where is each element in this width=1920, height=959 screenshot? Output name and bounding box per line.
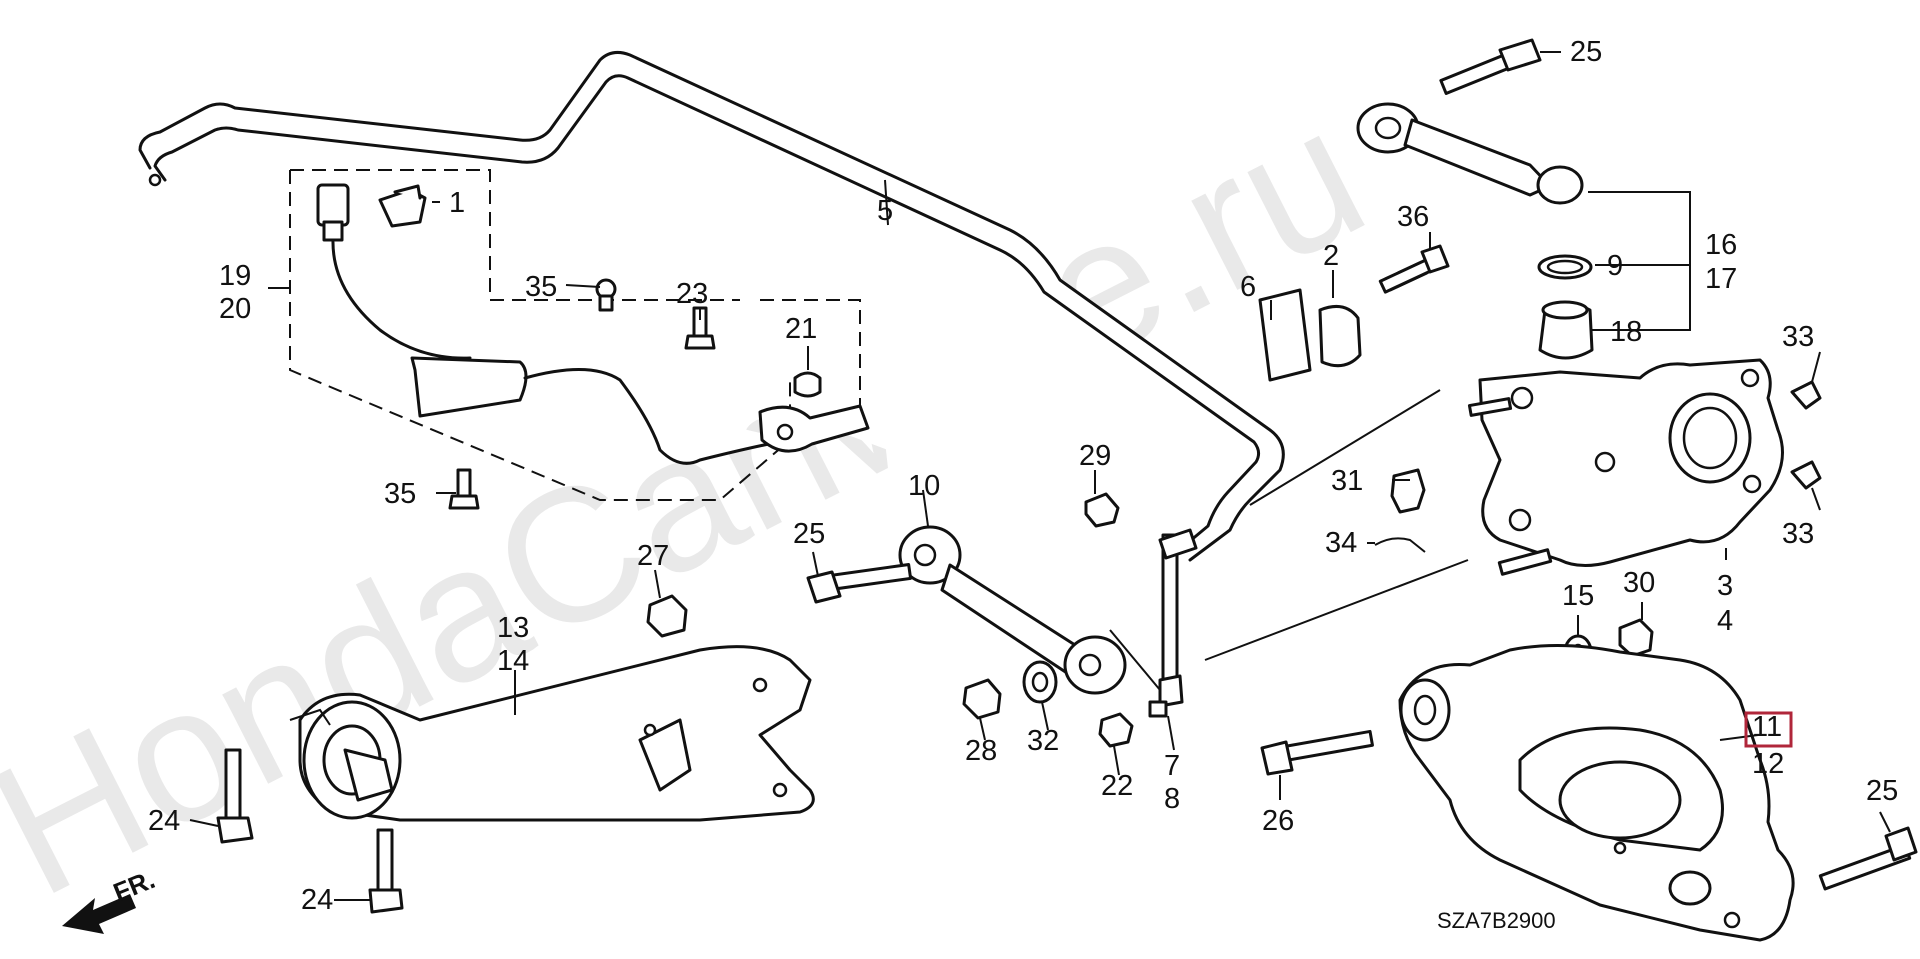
callout-4[interactable]: 4 bbox=[1717, 605, 1733, 637]
callout-35-lower[interactable]: 35 bbox=[384, 478, 416, 510]
trailing-arm[interactable] bbox=[289, 645, 815, 822]
sensor-bolt-upper[interactable] bbox=[595, 278, 617, 312]
callout-19[interactable]: 19 bbox=[219, 260, 251, 292]
diagram-code: SZA7B2900 bbox=[1437, 908, 1556, 933]
callout-24-upper[interactable]: 24 bbox=[148, 805, 180, 837]
knuckle[interactable] bbox=[1478, 358, 1784, 567]
callout-29[interactable]: 29 bbox=[1079, 440, 1111, 472]
boot[interactable] bbox=[1538, 300, 1594, 360]
nut-28[interactable] bbox=[962, 678, 1002, 720]
sensor-assembly-bracket-outline bbox=[290, 169, 740, 301]
callout-20[interactable]: 20 bbox=[219, 293, 251, 325]
callout-32[interactable]: 32 bbox=[1027, 725, 1059, 757]
callout-8[interactable]: 8 bbox=[1164, 783, 1180, 815]
callouts: 1 2 3 4 5 6 7 8 9 10 11 12 13 14 15 16 1… bbox=[148, 36, 1898, 916]
callout-5[interactable]: 5 bbox=[877, 195, 893, 227]
callout-11[interactable]: 11 bbox=[1752, 711, 1782, 743]
upper-arm-bolt[interactable] bbox=[1439, 38, 1542, 95]
callout-24-lower[interactable]: 24 bbox=[301, 884, 333, 916]
washer-33-lower[interactable] bbox=[1790, 460, 1822, 490]
callout-21[interactable]: 21 bbox=[785, 313, 817, 345]
lower-arm[interactable] bbox=[1398, 643, 1795, 942]
callout-10[interactable]: 10 bbox=[908, 470, 940, 502]
bolt-25-toe[interactable] bbox=[806, 563, 913, 604]
toe-link[interactable] bbox=[898, 525, 1127, 695]
nut-30[interactable] bbox=[1618, 618, 1654, 658]
callout-27[interactable]: 27 bbox=[637, 540, 669, 572]
bolt-36[interactable] bbox=[1378, 244, 1450, 294]
callout-12[interactable]: 12 bbox=[1752, 748, 1784, 780]
callout-15[interactable]: 15 bbox=[1562, 580, 1594, 612]
bolt-24-upper[interactable] bbox=[216, 748, 254, 844]
callout-31[interactable]: 31 bbox=[1331, 465, 1363, 497]
bolt-26[interactable] bbox=[1260, 729, 1374, 776]
washer-32[interactable] bbox=[1022, 660, 1058, 704]
cotter-pin[interactable] bbox=[1374, 537, 1426, 553]
callout-17[interactable]: 17 bbox=[1705, 263, 1737, 295]
bolt-24-lower[interactable] bbox=[368, 828, 404, 914]
callout-14[interactable]: 14 bbox=[497, 645, 529, 677]
knuckle-bolt[interactable] bbox=[1467, 397, 1553, 576]
harness-clip[interactable] bbox=[378, 184, 427, 228]
callout-3[interactable]: 3 bbox=[1717, 570, 1733, 602]
callout-1[interactable]: 1 bbox=[449, 187, 465, 219]
callout-34[interactable]: 34 bbox=[1325, 527, 1357, 559]
callout-25-toe[interactable]: 25 bbox=[793, 518, 825, 550]
bolt-25-lower-arm[interactable] bbox=[1818, 826, 1918, 891]
callout-16[interactable]: 16 bbox=[1705, 229, 1737, 261]
callout-7[interactable]: 7 bbox=[1164, 750, 1180, 782]
washer-33-upper[interactable] bbox=[1790, 380, 1822, 410]
sensor-connector-end[interactable] bbox=[758, 404, 870, 453]
callout-6[interactable]: 6 bbox=[1240, 271, 1256, 303]
callout-36[interactable]: 36 bbox=[1397, 201, 1429, 233]
snap-ring[interactable] bbox=[1537, 254, 1593, 280]
callout-35-upper[interactable]: 35 bbox=[525, 271, 557, 303]
callout-33-lower[interactable]: 33 bbox=[1782, 518, 1814, 550]
stabilizer-link[interactable] bbox=[1148, 528, 1198, 718]
upper-arm[interactable] bbox=[1356, 102, 1584, 205]
callout-2[interactable]: 2 bbox=[1323, 240, 1339, 272]
callout-9[interactable]: 9 bbox=[1607, 250, 1623, 282]
callout-26[interactable]: 26 bbox=[1262, 805, 1294, 837]
callout-22[interactable]: 22 bbox=[1101, 770, 1133, 802]
selected-part-highlight bbox=[1744, 711, 1793, 748]
callout-25-lower[interactable]: 25 bbox=[1866, 775, 1898, 807]
callout-28[interactable]: 28 bbox=[965, 735, 997, 767]
callout-18[interactable]: 18 bbox=[1610, 316, 1642, 348]
wheel-speed-sensor[interactable] bbox=[316, 183, 792, 465]
nut-31[interactable] bbox=[1390, 468, 1426, 514]
callout-25-top[interactable]: 25 bbox=[1570, 36, 1602, 68]
grommet[interactable] bbox=[793, 371, 822, 398]
nut-27[interactable] bbox=[646, 594, 688, 638]
nut-22[interactable] bbox=[1098, 712, 1134, 748]
harness-bolt[interactable] bbox=[684, 306, 716, 350]
callout-23[interactable]: 23 bbox=[676, 278, 708, 310]
callout-33-upper[interactable]: 33 bbox=[1782, 321, 1814, 353]
callout-30[interactable]: 30 bbox=[1623, 567, 1655, 599]
nut-29[interactable] bbox=[1084, 492, 1120, 528]
sensor-bolt-lower[interactable] bbox=[448, 468, 480, 510]
callout-13[interactable]: 13 bbox=[497, 612, 529, 644]
